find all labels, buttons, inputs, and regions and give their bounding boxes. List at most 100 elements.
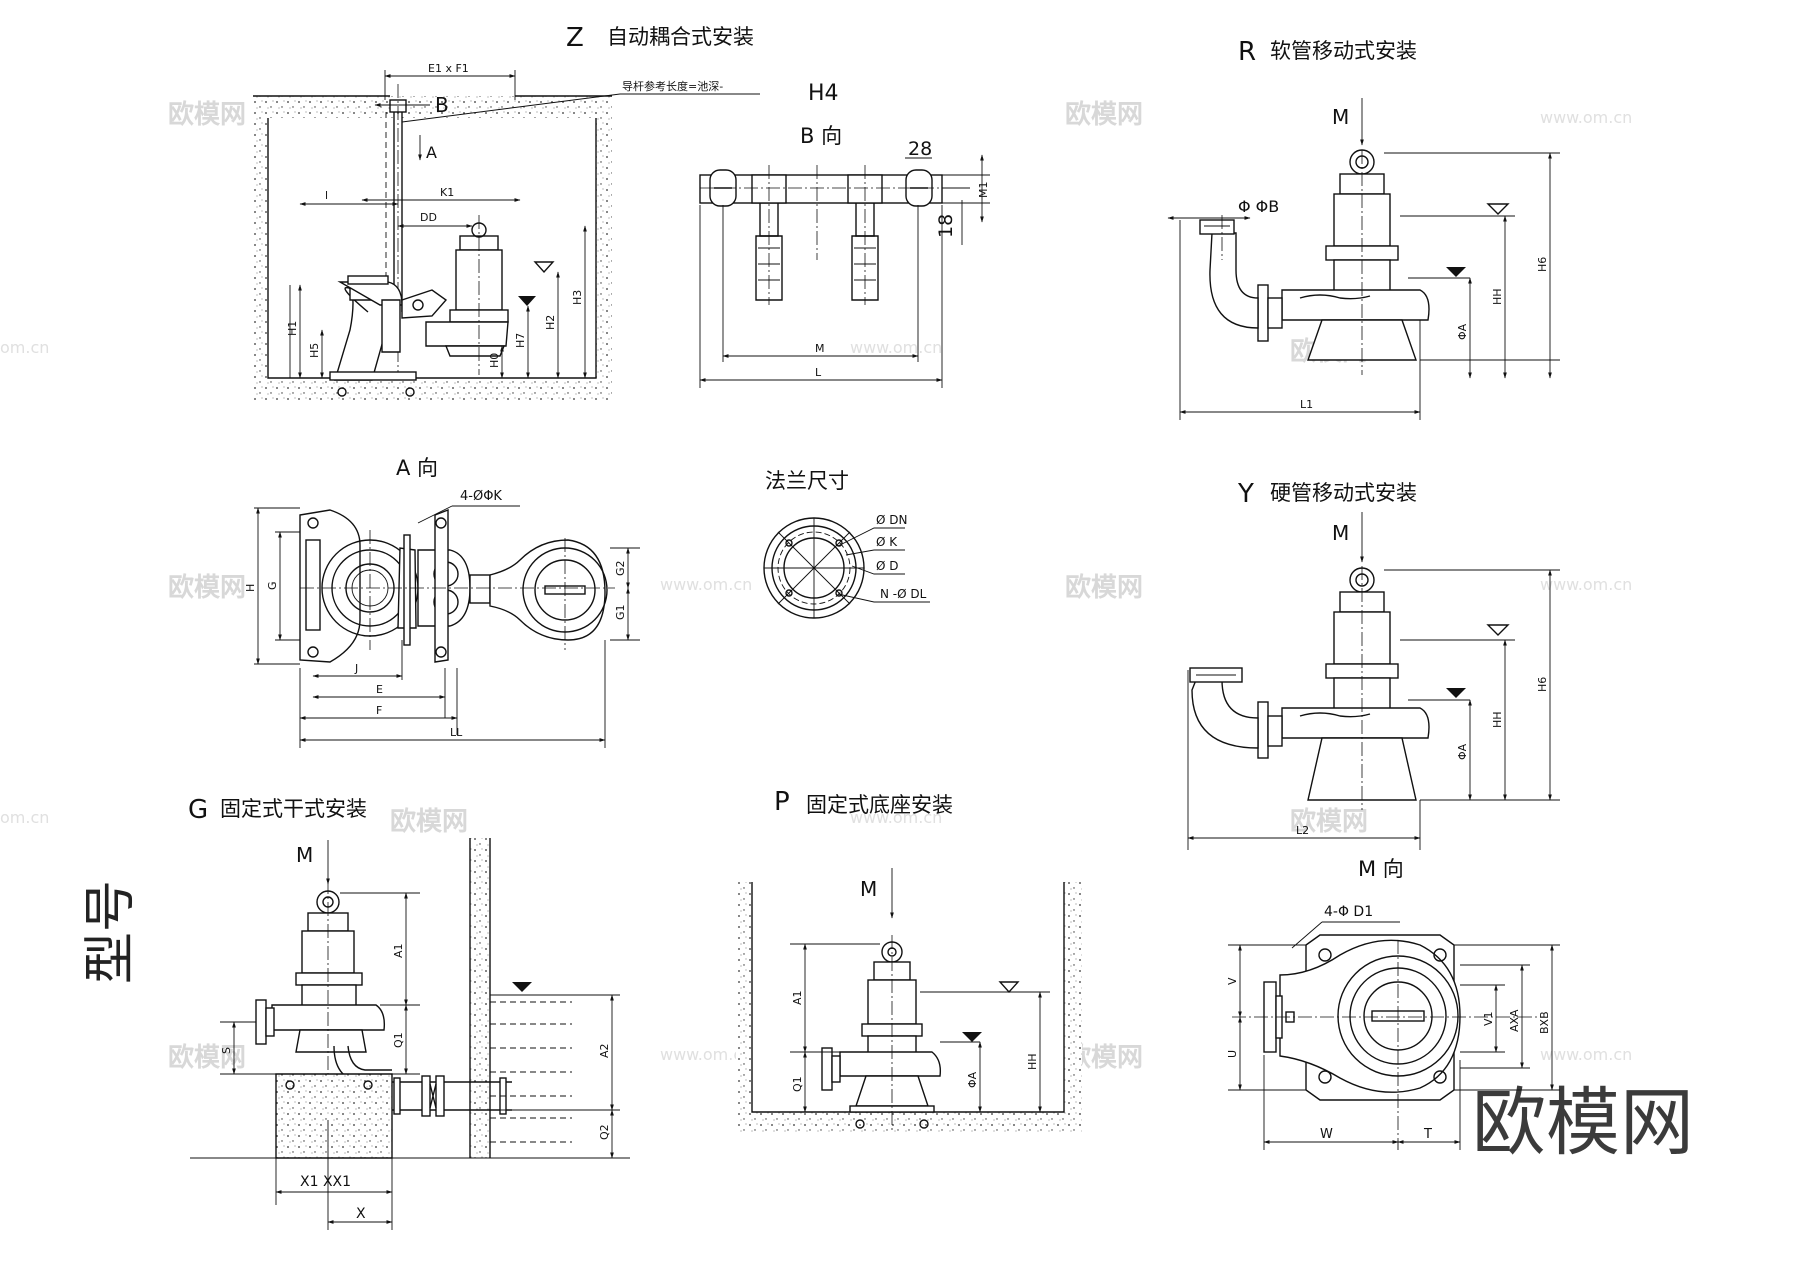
watermark-url: www.om.cn [1540,575,1632,594]
view-title: M 向 [1358,857,1404,881]
dim-label: X [356,1206,366,1222]
view-title: A 向 [396,456,438,480]
dim-label: 28 [908,138,932,160]
watermark-text: 欧模网 [1065,572,1143,603]
view-letter: Z [566,23,584,53]
watermark-text: 欧模网 [168,99,246,130]
dim-label: H0 [488,353,501,368]
dim-label: J [354,662,358,675]
side-model-label: 型号 [81,880,141,984]
dim-label: H [244,584,257,592]
hole-callout: 4-Φ D1 [1324,904,1373,920]
view-title: 法兰尺寸 [765,469,849,493]
dim-label: V [1226,977,1239,985]
view-arrow-label: B [435,93,449,117]
dim-label: Φ ΦB [1238,197,1279,216]
dim-label: K1 [440,186,454,199]
dim-label: S [220,1047,233,1054]
dim-label: M [815,342,825,355]
view-flange-dimensions: 法兰尺寸 Ø DN Ø K Ø D N -Ø DL [763,469,930,619]
dim-label: M1 [977,182,990,199]
view-title: 固定式底座安装 [806,793,953,817]
view-p-fixed-base: P 固定式底座安装 M A1 Q1 ΦA HH [736,787,1082,1134]
dim-label: HH [1491,288,1504,305]
dim-label: A1 [791,990,804,1005]
dim-label: H1 [286,321,299,336]
dim-label: W [1320,1127,1333,1142]
view-b-direction: B 向 M L 28 M1 18 [699,124,990,388]
dim-label: A2 [598,1043,611,1058]
dim-label: HH [1026,1053,1039,1070]
dim-label: A1 [392,943,405,958]
dim-label: G1 [614,604,627,620]
dim-label: Ø DN [876,513,907,527]
view-r-soft-hose-mobile: R 软管移动式安装 M ΦA HH H6 L1 Φ ΦB [1167,37,1560,420]
dim-label: H3 [571,290,584,305]
dim-label: DD [420,211,437,224]
view-m-direction: M 向 4-Φ D1 V U V1 AXA BXB W T [1226,857,1560,1150]
watermark-text: 欧模网 [390,806,468,837]
watermark-logo-text: 欧模网 [1472,1080,1694,1166]
watermark-url: om.cn [0,338,49,357]
watermark-text: 欧模网 [168,572,246,603]
dim-label: Q1 [392,1032,405,1048]
watermark-url: www.om.cn [850,338,942,357]
dim-label: H2 [544,315,557,330]
dim-label: Ø K [876,535,898,549]
view-letter: P [774,787,790,817]
view-title: 固定式干式安装 [220,797,367,821]
dim-label: ΦA [966,1071,979,1088]
guide-rail-note: 导杆参考长度=池深- [622,79,723,93]
view-title: 软管移动式安装 [1270,39,1417,63]
guide-rail-note-code: H4 [808,81,839,106]
dim-label: H6 [1536,677,1549,692]
view-y-hard-pipe-mobile: Y 硬管移动式安装 M ΦA HH H6 L2 [1187,479,1560,850]
view-title: 硬管移动式安装 [1270,481,1417,505]
dim-label: U [1226,1050,1239,1058]
watermark-layer: 欧模网 欧模网 欧模网 欧模网 欧模网 欧模网 欧模网 欧模网 欧模网 欧模网 … [0,99,1632,1073]
watermark-text: 欧模网 [1065,99,1143,130]
watermark-url: www.om.cn [1540,108,1632,127]
dim-label: Ø D [876,559,899,573]
dim-label: L2 [1296,824,1309,837]
view-arrow-label: M [296,843,313,867]
view-arrow-label: M [1332,521,1349,545]
dim-label: E [376,683,383,696]
dim-label: E1 x F1 [428,62,469,75]
view-arrow-label: M [1332,105,1349,129]
dim-label: LL [450,726,463,739]
watermark-url: om.cn [0,808,49,827]
dim-label: T [1423,1127,1432,1142]
view-arrow-label: M [860,877,877,901]
dim-label: Q1 [791,1076,804,1092]
dim-label: H6 [1536,257,1549,272]
view-letter: Y [1237,479,1254,509]
watermark-url: www.om.cn [1540,1045,1632,1064]
dim-label: V1 [1482,1011,1495,1026]
view-z-auto-coupling: Z 自动耦合式安装 E1 x F1 导杆参考长度=池深- H4 B A l K1… [253,23,839,402]
dim-label: BXB [1538,1011,1551,1034]
view-title: 自动耦合式安装 [607,25,754,49]
watermark-url: www.om.cn [850,808,942,827]
view-arrow-label: A [426,143,437,162]
dim-label: H7 [514,333,527,348]
dim-label: F [376,704,382,717]
dim-label: L [815,366,822,379]
dim-label: N -Ø DL [880,587,927,601]
dim-label: G [266,581,279,590]
dim-label: ΦA [1456,323,1469,340]
view-letter: R [1238,37,1256,67]
dim-label: ΦA [1456,743,1469,760]
dim-label: 18 [935,214,957,238]
watermark-url: www.om.cn [660,1045,752,1064]
view-letter: G [188,795,208,825]
dim-label: AXA [1508,1009,1521,1032]
view-title: B 向 [800,124,842,148]
dim-label: Q2 [598,1124,611,1140]
watermark-url: www.om.cn [660,575,752,594]
dim-label: X1 XX1 [300,1174,351,1190]
dim-label: L1 [1300,398,1313,411]
view-g-fixed-dry: G 固定式干式安装 型号 M [81,795,630,1230]
dim-label: l [325,189,328,202]
